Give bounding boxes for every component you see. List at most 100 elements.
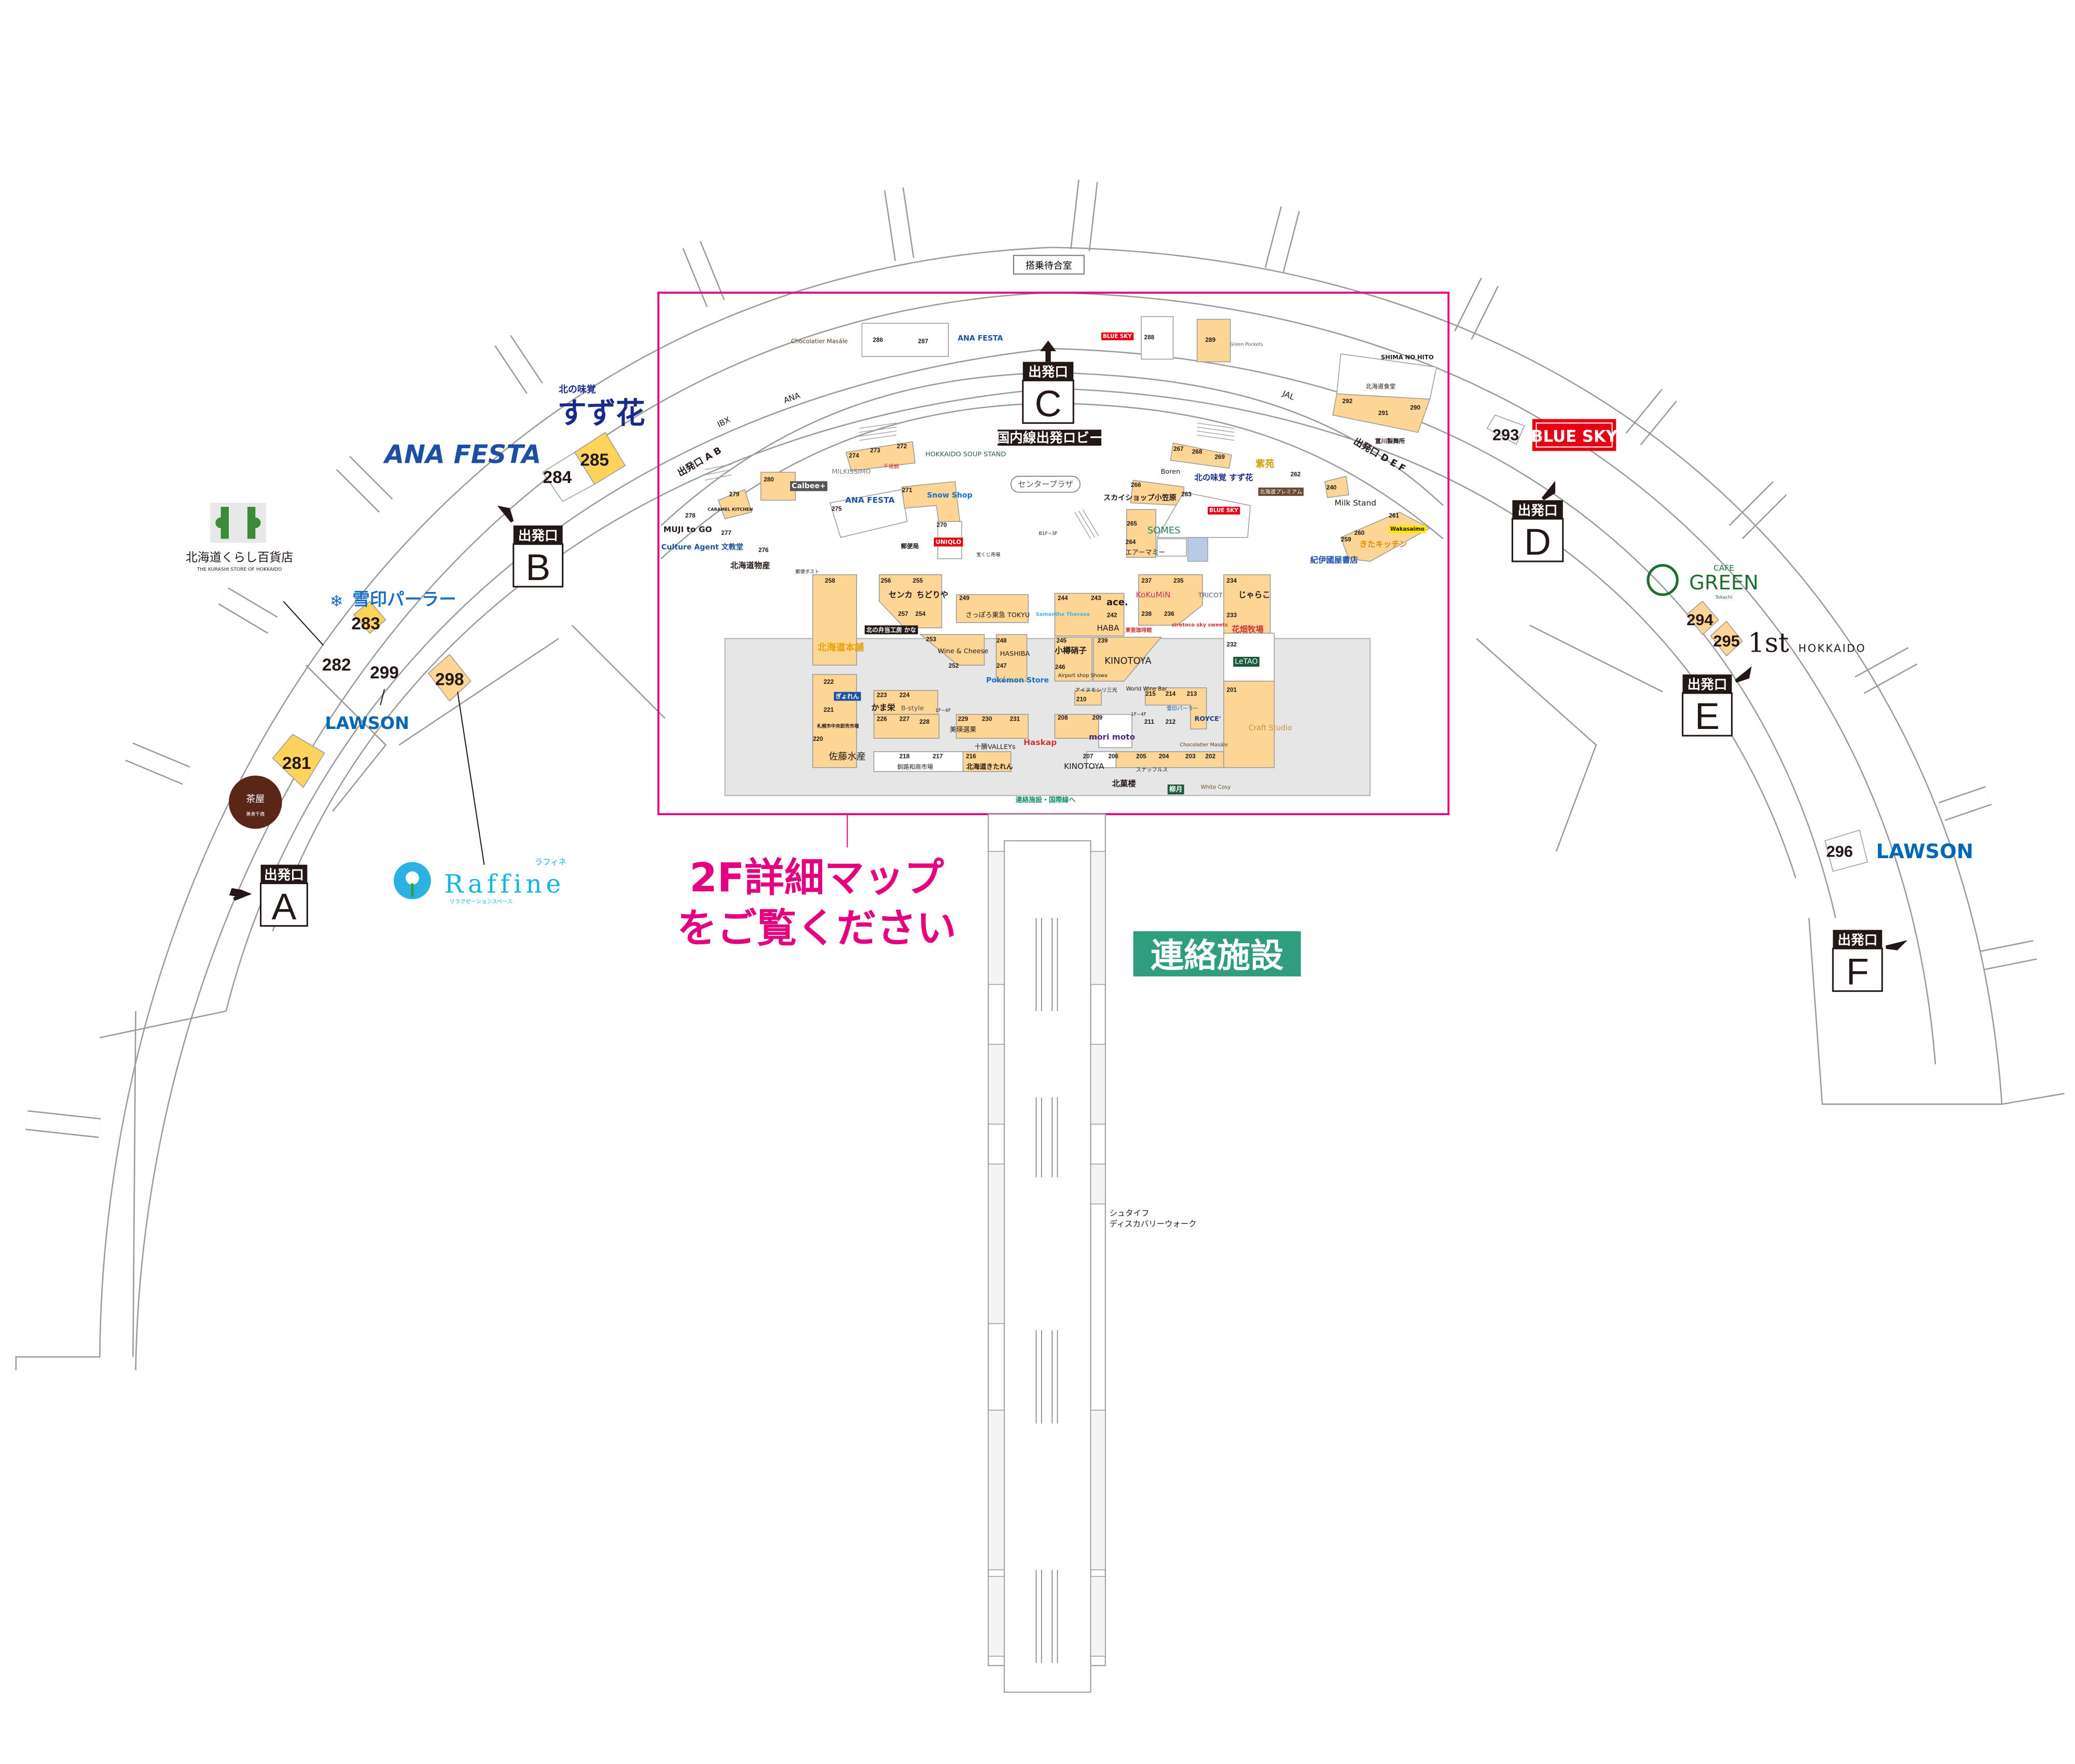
store-name-label: 紀伊國屋書店 — [1310, 555, 1358, 565]
store-number: 204 — [1159, 753, 1169, 760]
store-name: さっぽろ東急 TOKYU — [965, 611, 1030, 619]
store-name: siretoco sky sweets — [1172, 623, 1228, 628]
store-name-label: かま栄 — [872, 702, 896, 712]
store-name: Culture Agent 文教堂 — [661, 543, 743, 552]
store-name: 札幌市中央卸売市場 — [817, 723, 859, 729]
store-number: 299 — [370, 664, 399, 683]
store-name-label: HASHIBA — [1000, 650, 1030, 658]
store-name: Haskap — [1023, 738, 1057, 747]
store-name-label: 釧路和商市場 — [897, 763, 934, 770]
store-number: 240 — [1326, 485, 1337, 491]
label-background — [790, 481, 827, 491]
raffine-logo: Raffine ラフィネ リラクゼーションスペース — [393, 858, 566, 905]
store-name: Samantha Thavasa — [1036, 612, 1090, 617]
label-background — [1388, 525, 1426, 533]
store-name: 美瑛選果 — [950, 726, 976, 734]
gate-label: 出発口 — [1028, 365, 1068, 380]
store-number: 234 — [1227, 577, 1237, 584]
label-background — [1258, 487, 1304, 496]
arrow-icon — [497, 505, 514, 523]
raffine-kana: ラフィネ — [535, 858, 566, 867]
store-name: Chocolatier Masále — [1180, 741, 1228, 748]
store-name: SOMES — [1147, 525, 1181, 536]
store-number: 224 — [900, 692, 910, 699]
store-number: 223 — [877, 692, 887, 699]
store-name: 1F~4F — [1131, 711, 1146, 717]
store-name-label: 札幌市中央卸売市場 — [817, 723, 859, 729]
store-name: センカ — [889, 590, 912, 599]
store-number: 215 — [1145, 691, 1156, 697]
store-name-label: JAL — [1281, 389, 1296, 402]
gate-letter: D — [1524, 521, 1551, 563]
store-number: 246 — [1055, 664, 1066, 671]
store-number: 283 — [351, 614, 380, 633]
store-name-label: 北海道きたれん — [966, 763, 1013, 771]
gate-letter: E — [1695, 696, 1720, 737]
gate-letter: A — [271, 886, 296, 928]
store-name-label: 北の味覚 すず花 — [1194, 473, 1253, 483]
store-number: 259 — [1341, 536, 1351, 543]
lawson-logo-right: LAWSON — [1876, 840, 1973, 863]
store-number: 201 — [1227, 686, 1237, 693]
store-name-label: 富川製舞所 — [1375, 437, 1405, 445]
store-number: 213 — [1187, 691, 1197, 697]
boarding-bridge-fill — [1939, 787, 1991, 820]
store-name: HOKKAIDO SOUP STAND — [925, 450, 1006, 458]
store-name-label: 小樽硝子 — [1055, 645, 1086, 655]
boarding-bridge-fill — [1730, 482, 1786, 539]
store-number: 260 — [1354, 530, 1365, 536]
store-number: 253 — [926, 636, 936, 643]
store-name: Wakasaimo — [1390, 526, 1424, 532]
store-name: 北菓楼 — [1112, 778, 1137, 788]
store-name-label: B-style — [901, 705, 924, 712]
store-name-label: Samantha Thavasa — [1036, 612, 1090, 617]
store-number: 288 — [1144, 334, 1155, 341]
store-number: 247 — [997, 663, 1007, 669]
store-name-label: 北の弁当工房 かな — [864, 625, 918, 635]
kurashi-store-name: 北海道くらし百貨店 — [186, 551, 294, 564]
store-name-label: Snow Shop — [927, 491, 973, 500]
cafe-text: CAFE — [1713, 563, 1734, 573]
store-name: 佐藤水産 — [828, 751, 866, 762]
suzuka-tagline: 北の味覚 — [559, 383, 596, 395]
store-number: 276 — [758, 547, 769, 554]
waiting-room-text: 搭乗待合室 — [1026, 260, 1072, 271]
store-name-label: SOMES — [1147, 525, 1181, 536]
gate-label: 出発口 — [1518, 503, 1558, 518]
store-name: 柳月 — [1169, 785, 1183, 794]
gate-letter: F — [1846, 951, 1869, 993]
store-name-label: Craft Studio — [1249, 724, 1292, 733]
store-number: 264 — [1126, 539, 1136, 546]
label-background — [1208, 506, 1240, 515]
store-name-label: ANA FESTA — [845, 495, 894, 505]
store-name: Chocolatier Masále — [791, 338, 848, 345]
store-name: LeTAO — [1235, 657, 1257, 666]
store-number: 286 — [873, 337, 883, 343]
blue-sky-logo: BLUE SKY — [1531, 419, 1618, 451]
store-name-label: きたキッチン — [1360, 540, 1407, 549]
store-name: センタープラザ — [1018, 479, 1073, 489]
store-name-label: BLUE SKY — [1101, 332, 1134, 340]
store-name: Wine & Cheese — [938, 647, 989, 655]
store-name: きたキッチン — [1360, 540, 1407, 549]
store-name: かま栄 — [872, 702, 896, 712]
store-name-label: 1F~4F — [1131, 711, 1146, 717]
store-number: 202 — [1205, 753, 1215, 760]
store-name: IBX — [716, 415, 732, 429]
store-number: 284 — [543, 468, 572, 487]
store-number: 230 — [982, 716, 992, 723]
store-name: ace. — [1106, 597, 1128, 608]
store-name: ぎょれん — [836, 693, 860, 700]
store-name: B1F~3F — [1039, 531, 1057, 536]
store-number: 216 — [966, 753, 976, 760]
store-number: 272 — [897, 443, 907, 450]
store-name-label: 北菓楼 — [1112, 778, 1137, 788]
store-name-label: Chocolatier Masále — [1180, 741, 1228, 748]
store-number: 256 — [881, 577, 891, 584]
store-number: 289 — [1205, 337, 1215, 343]
store-name: 北海道プレミアム — [1260, 488, 1302, 495]
store-number: 227 — [900, 716, 910, 723]
